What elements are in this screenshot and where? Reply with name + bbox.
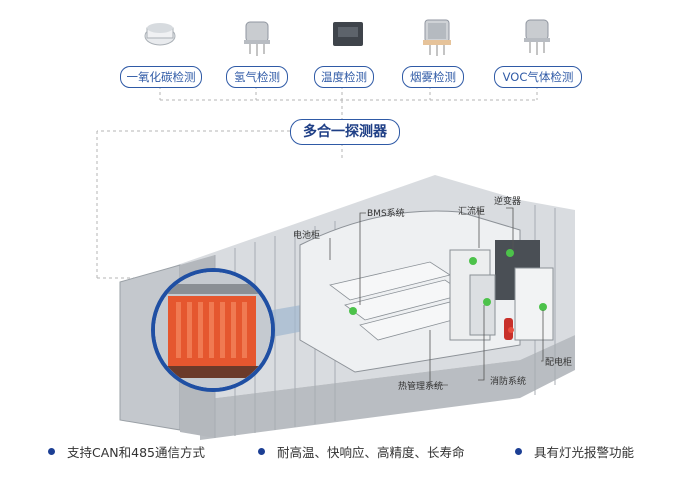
bullet-dot-icon	[515, 447, 522, 455]
co-sensor-icon	[144, 23, 176, 46]
sensor-label-hydrogen: 氢气检测	[226, 66, 288, 88]
indicator-lights	[349, 249, 547, 315]
callout-combiner-cabinet: 汇流柜	[458, 207, 486, 217]
smoke-sensor-icon	[423, 19, 451, 56]
connector-lines	[96, 86, 538, 279]
sensor-label-co: 一氧化碳检测	[120, 66, 202, 88]
temperature-sensor-icon	[333, 22, 363, 46]
feature-text: 支持CAN和485通信方式	[67, 444, 205, 460]
hydrogen-sensor-icon	[244, 21, 270, 56]
callout-thermal-management: 热管理系统	[398, 382, 444, 392]
callout-battery-cabinet: 电池柜	[293, 231, 321, 241]
feature-item: 耐高温、快响应、高精度、长寿命	[258, 442, 465, 460]
callout-inverter: 逆变器	[494, 197, 522, 207]
bullet-dot-icon	[258, 447, 265, 455]
callout-bms: BMS系统	[367, 209, 405, 219]
feature-text: 具有灯光报警功能	[534, 444, 635, 460]
sensor-label-smoke: 烟雾检测	[402, 66, 464, 88]
voc-sensor-icon	[524, 19, 550, 55]
callout-fire-protection: 消防系统	[490, 377, 527, 387]
magnified-battery-module	[151, 268, 275, 392]
sensor-label-voc: VOC气体检测	[494, 66, 582, 88]
multi-in-one-detector-label: 多合一探测器	[290, 119, 400, 145]
feature-item: 具有灯光报警功能	[515, 442, 634, 460]
bullet-dot-icon	[48, 447, 55, 455]
feature-text: 耐高温、快响应、高精度、长寿命	[277, 444, 465, 460]
sensor-label-temperature: 温度检测	[314, 66, 374, 88]
callout-distribution-cabinet: 配电柜	[545, 358, 573, 368]
callout-lines	[329, 207, 544, 386]
sensor-images	[144, 19, 550, 56]
feature-item: 支持CAN和485通信方式	[48, 442, 205, 460]
